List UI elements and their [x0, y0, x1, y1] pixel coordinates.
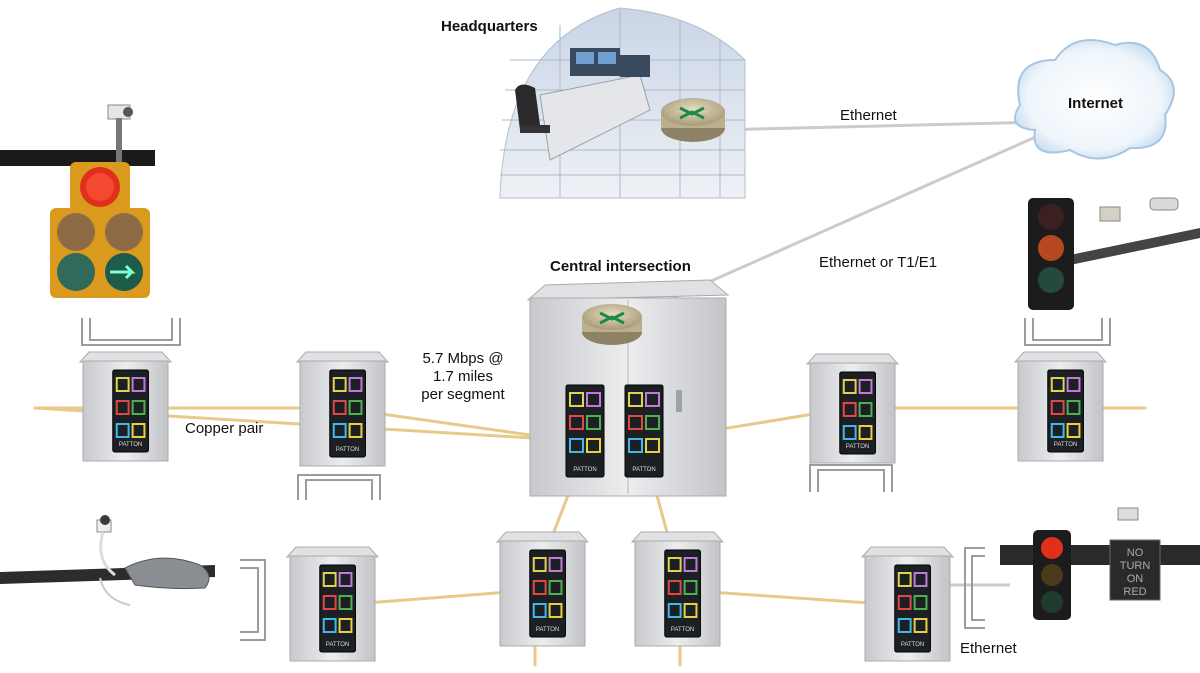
modem-brand-label: PATTON: [536, 627, 559, 633]
modem-icon: PATTON: [664, 549, 701, 638]
traffic-light-top-right-icon: [1028, 197, 1200, 310]
rate-label-line2: 1.7 miles: [432, 368, 494, 385]
cabinet-icon: PATTON: [860, 546, 955, 662]
cloud-icon: [1014, 39, 1175, 160]
modem-icon: PATTON: [565, 384, 605, 478]
cabinet-group: PATTON PATTON PATTON PATTON PATTON PATTON PATT…: [78, 351, 1108, 662]
modem-icon: PATTON: [329, 369, 366, 458]
central-intersection-label: Central intersection: [550, 258, 691, 275]
cabinet-icon: PATTON: [630, 531, 725, 647]
modem-brand-label: PATTON: [846, 444, 869, 450]
modem-icon: PATTON: [839, 371, 876, 455]
cabinet-icon: PATTON: [78, 351, 173, 462]
modem-icon: PATTON: [529, 549, 566, 638]
traffic-light-top-left-icon: [0, 104, 155, 298]
modem-brand-label: PATTON: [573, 467, 596, 473]
modem-icon: PATTON: [319, 564, 356, 653]
no-turn-on-red-sign-icon: NO TURN ON RED: [1109, 539, 1161, 601]
cabinet-icon: PATTON: [1013, 351, 1108, 462]
traffic-light-bottom-right-icon: [1000, 507, 1200, 620]
sign-line-3: ON: [1127, 573, 1144, 585]
modem-icon: PATTON: [112, 369, 149, 453]
modem-brand-label: PATTON: [632, 467, 655, 473]
cabinet-icon: PATTON: [285, 546, 380, 662]
modem-brand-label: PATTON: [901, 642, 924, 648]
pole-brackets: [81, 318, 1111, 641]
modem-icon: PATTON: [624, 384, 664, 478]
modem-icon: PATTON: [1047, 369, 1084, 453]
street-lamp-icon: [0, 515, 215, 606]
router-icon: [661, 98, 725, 142]
ethernet-top-label: Ethernet: [840, 107, 897, 124]
rate-label-line3: per segment: [421, 386, 505, 403]
cabinet-icon: PATTON: [295, 351, 390, 467]
sign-line-1: NO: [1127, 547, 1144, 559]
ethernet-bottom-label: Ethernet: [960, 640, 1017, 657]
cabinet-icon: PATTON: [805, 353, 900, 464]
rate-label-line1: 5.7 Mbps @: [422, 350, 504, 367]
headquarters-label: Headquarters: [441, 18, 538, 35]
internet-label: Internet: [1068, 95, 1124, 112]
modem-brand-label: PATTON: [336, 447, 359, 453]
sign-line-4: RED: [1123, 586, 1146, 598]
ethernet-or-t1-label: Ethernet or T1/E1: [819, 254, 938, 271]
camera-icon: [1099, 197, 1179, 222]
sign-line-2: TURN: [1120, 560, 1151, 572]
copper-pair-label: Copper pair: [185, 420, 264, 437]
cabinet-icon: PATTON: [495, 531, 590, 647]
modem-brand-label: PATTON: [119, 442, 142, 448]
modem-brand-label: PATTON: [1054, 442, 1077, 448]
headquarters-building-icon: [499, 7, 746, 199]
modem-brand-label: PATTON: [671, 627, 694, 633]
modem-brand-label: PATTON: [326, 642, 349, 648]
router-icon: [582, 304, 642, 345]
modem-icon: PATTON: [894, 564, 931, 653]
